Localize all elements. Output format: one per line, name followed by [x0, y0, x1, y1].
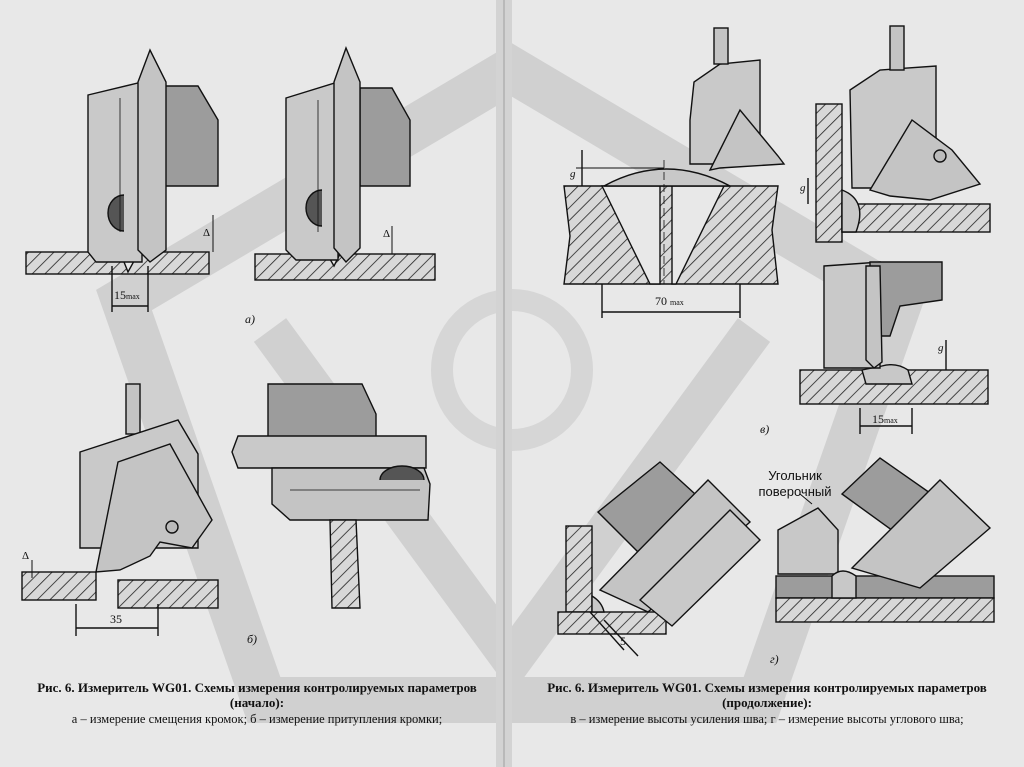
g-label-1: g	[570, 168, 576, 180]
fig-v-fillet-weld	[807, 25, 991, 243]
caption-left-body: а – измерение смещения кромок; б – измер…	[71, 712, 443, 726]
delta-2: Δ	[383, 228, 391, 240]
delta-3: Δ	[22, 550, 30, 562]
caption-left-title: Рис. 6. Измеритель WG01. Схемы измерения…	[37, 680, 477, 710]
dim-15-v: 15max	[872, 412, 898, 426]
fig-b-slider-gauge	[231, 383, 431, 609]
fig-v-label: в)	[760, 422, 770, 436]
fig-b-label: б)	[247, 632, 258, 646]
fig-a-right-gauge	[254, 46, 436, 281]
caption-right-body: в – измерение высоты усиления шва; г – и…	[570, 712, 964, 726]
fig-v-butt-weld	[563, 27, 786, 318]
fig-g-fillet-weld-2	[775, 457, 995, 623]
dim-70: 70 max	[655, 294, 684, 308]
fig-a-left-gauge	[25, 48, 219, 312]
caption-right-title: Рис. 6. Измеритель WG01. Схемы измерения…	[547, 680, 987, 710]
fig-b-angle-gauge	[21, 383, 219, 636]
fig-a-label: а)	[245, 312, 255, 326]
fig-g-label: г)	[770, 652, 779, 666]
dim-35: 35	[110, 612, 122, 626]
g-label-3: g	[938, 342, 944, 354]
delta-1: Δ	[203, 227, 211, 239]
callout-square: Угольник поверочный	[758, 468, 832, 499]
fig-g-fillet-weld-1	[557, 461, 761, 657]
g-label-2: g	[800, 182, 806, 194]
dim-15-a: 15max	[114, 288, 140, 302]
fig-v-step-gauge	[799, 261, 989, 434]
dim-5: 5	[620, 634, 626, 648]
